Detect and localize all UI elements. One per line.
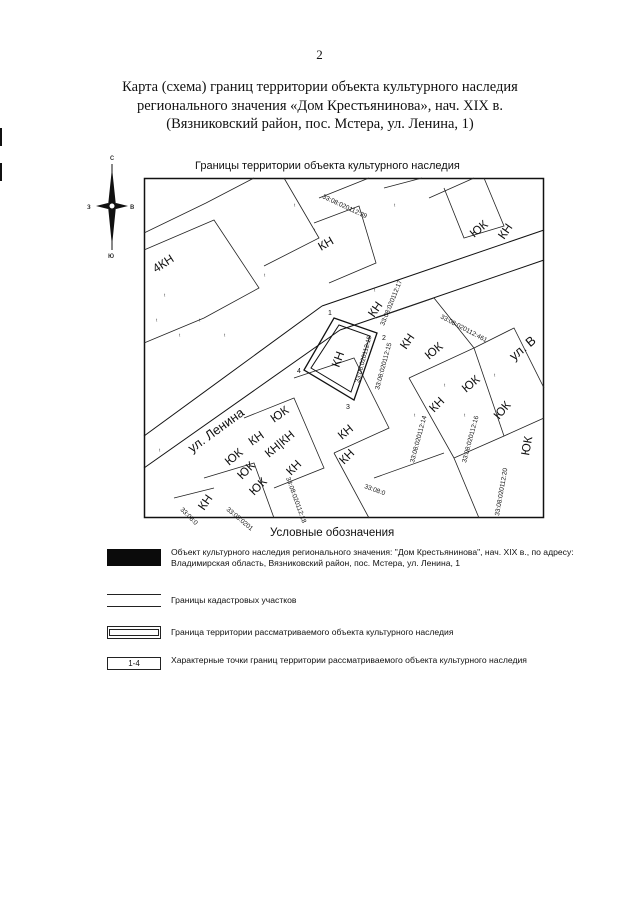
boundary-point-2: 2 (382, 335, 386, 342)
svg-text:ᵗ: ᵗ (264, 273, 266, 280)
compass-west-label: з (87, 202, 91, 211)
edge-mark-bottom (0, 163, 2, 181)
boundary-point-4: 4 (297, 368, 301, 375)
title-line-3: (Вязниковский район, пос. Мстера, ул. Ле… (166, 116, 474, 132)
legend-text-2: Границы кадастровых участков (171, 595, 297, 605)
page-number: 2 (316, 47, 323, 62)
zone-label-yuk-5: ЮК (518, 435, 535, 456)
zone-label-kn-1: КН (316, 234, 337, 254)
legend-swatch-double-box (107, 626, 161, 639)
boundary-point-3: 3 (346, 404, 350, 411)
legend-swatch-black (107, 549, 161, 566)
legend-text-1: Объект культурного наследия региональног… (171, 547, 574, 568)
legend-text-4: Характерные точки границ территории расс… (171, 655, 527, 665)
map-tick-marks: ᵗ ᵗ ᵗ ᵗ ᵗ ᵗ ᵗ ᵗ ᵗ ᵗ ᵗ ᵗ ᵗ ᵗ ᵗ (156, 203, 496, 455)
compass-south-label: ю (108, 251, 114, 260)
boundary-points: 1 2 3 4 (297, 310, 386, 411)
svg-text:ᵗ: ᵗ (444, 383, 446, 390)
legend-swatch-lines (107, 594, 161, 607)
heritage-territory-boundary (303, 317, 378, 401)
svg-text:ᵗ: ᵗ (199, 318, 201, 325)
svg-text:ᵗ: ᵗ (464, 413, 466, 420)
svg-text:ᵗ: ᵗ (414, 413, 416, 420)
svg-text:ᵗ: ᵗ (179, 333, 181, 340)
legend-text-3: Граница территории рассматриваемого объе… (171, 627, 454, 637)
svg-text:ᵗ: ᵗ (294, 203, 296, 210)
legend-title: Условные обозначения (270, 527, 395, 539)
title-line-2: регионального значения «Дом Крестьянинов… (136, 97, 503, 114)
title-line-1: Карта (схема) границ территории объекта … (122, 79, 518, 95)
compass-east-label: в (130, 202, 134, 211)
road-lines (143, 229, 545, 469)
svg-text:ᵗ: ᵗ (314, 228, 316, 235)
compass-rose: с з в ю (87, 153, 134, 260)
svg-text:ᵗ: ᵗ (224, 333, 226, 340)
edge-mark-top (0, 128, 2, 146)
map-caption: Границы территории объекта культурного н… (195, 160, 460, 172)
compass-north-label: с (110, 153, 114, 162)
svg-text:ᵗ: ᵗ (156, 318, 158, 325)
legend-swatch-points: 1-4 (107, 657, 161, 670)
cadastral-boundaries (143, 177, 545, 519)
svg-text:ᵗ: ᵗ (159, 448, 161, 455)
boundary-point-1: 1 (328, 310, 332, 317)
document-title: Карта (схема) границ территории объекта … (60, 78, 580, 134)
svg-text:ᵗ: ᵗ (394, 203, 396, 210)
svg-text:ᵗ: ᵗ (164, 293, 166, 300)
svg-text:ᵗ: ᵗ (374, 288, 376, 295)
zone-label-kn-object: КН (329, 350, 348, 370)
svg-text:ᵗ: ᵗ (494, 373, 496, 380)
